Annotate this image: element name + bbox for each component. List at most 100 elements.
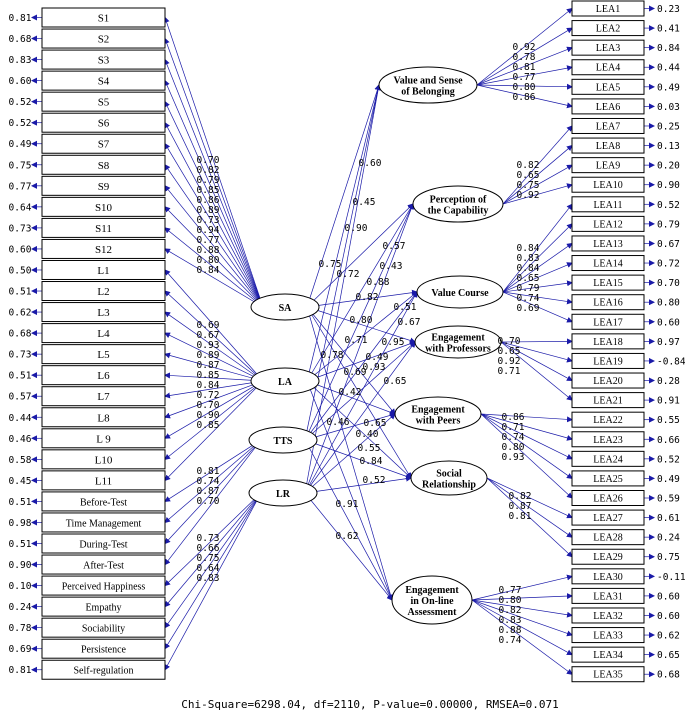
indicator-label: Empathy [85,603,121,614]
path-coefficient: 0.65 [384,376,407,387]
error-variance: 0.51 [9,287,32,298]
structural-path [306,380,393,601]
indicator-label: LEA31 [593,591,622,602]
indicator-box [571,450,645,467]
loading-value: 0.82 [517,160,540,171]
error-variance: 0.62 [9,308,32,319]
error-variance: 0.49 [9,139,32,150]
indicator-label: L3 [97,307,110,319]
indicator-box [571,235,645,252]
latent-factor-sa [250,293,320,321]
indicator-box [571,274,645,291]
indicator-box [41,196,166,217]
error-variance: 0.24 [657,533,680,544]
loading-arrow [164,163,264,308]
loading-arrow [476,46,573,86]
error-variance: 0.69 [9,644,32,655]
loading-value: 0.82 [499,605,522,616]
indicator-box [41,659,166,680]
error-variance: -0.84 [657,356,685,367]
loading-arrow [476,84,573,109]
loading-arrow [164,492,262,671]
indicator-box [571,587,645,604]
path-coefficient: 0.78 [321,350,344,361]
indicator-label: LEA22 [593,415,622,426]
indicator-label: L4 [97,328,110,340]
loading-arrow [502,144,573,205]
error-variance: 0.25 [657,121,680,132]
indicator-label: LEA5 [596,82,620,93]
path-coefficient: 0.65 [364,418,387,429]
indicator-box [571,548,645,565]
loading-arrow [471,599,573,637]
error-variance: 0.03 [657,102,680,113]
path-coefficient: 0.52 [363,475,386,486]
structural-path [304,413,396,494]
loading-value: 0.73 [197,533,220,544]
loading-arrow [164,380,264,460]
indicator-box [41,407,166,428]
error-variance: 0.72 [657,259,680,270]
indicator-box [41,638,166,659]
error-variance: 0.60 [657,611,680,622]
loading-arrow [164,248,264,308]
loading-arrow [502,291,573,305]
indicator-box [571,176,645,193]
error-variance: 0.90 [657,180,680,191]
indicator-box [41,470,166,491]
indicator-label: LEA28 [593,533,622,544]
latent-outcome-label: Engagement [431,333,485,344]
error-variance: 0.59 [657,494,680,505]
loading-value: 0.85 [197,370,220,381]
latent-outcome-vsb [378,66,478,104]
loading-arrow [471,593,573,601]
loading-value: 0.72 [197,390,220,401]
latent-outcome-ep [414,325,502,359]
loading-arrow [502,280,573,293]
path-coefficient: 0.90 [345,223,368,234]
indicator-label: After-Test [83,561,124,572]
indicator-box [41,533,166,554]
loading-arrow [164,372,264,382]
indicator-label: LEA8 [596,141,620,152]
structural-path [304,203,414,441]
loading-value: 0.78 [513,52,536,63]
loading-value: 0.80 [499,595,522,606]
loading-arrow [163,37,264,308]
loading-value: 0.81 [509,511,532,522]
structural-path [306,306,396,415]
error-variance: 0.91 [657,396,680,407]
latent-outcome-eoa [391,575,473,625]
loading-value: 0.90 [197,410,220,421]
loading-value: 0.88 [499,625,522,636]
loading-arrow [164,380,264,482]
indicator-box [41,491,166,512]
loading-value: 0.80 [513,82,536,93]
error-variance: 0.60 [657,591,680,602]
error-variance: 0.60 [9,244,32,255]
loading-arrow [164,439,262,545]
loading-value: 0.79 [517,283,540,294]
loading-value: 0.92 [517,190,540,201]
indicator-box [571,333,645,350]
indicator-box [571,0,645,17]
loading-value: 0.83 [197,573,220,584]
indicator-label: LEA17 [593,317,622,328]
latent-outcome-label: with Peers [416,416,461,427]
loading-arrow [471,599,573,618]
indicator-label: LEA16 [593,298,622,309]
loading-arrow [164,100,264,308]
loading-arrow [471,599,573,656]
error-variance: 0.57 [9,392,32,403]
latent-outcome-label: in On-line [410,596,454,607]
indicator-label: LEA21 [593,396,622,407]
error-variance: 0.98 [9,518,32,529]
loading-value: 0.82 [197,165,220,176]
loading-arrow [164,380,264,439]
latent-outcome-epe [394,396,482,432]
indicator-label: S12 [95,244,112,256]
loading-value: 0.92 [498,356,521,367]
loading-arrow [480,413,573,479]
indicator-box [41,323,166,344]
indicator-label: LEA2 [596,24,620,35]
